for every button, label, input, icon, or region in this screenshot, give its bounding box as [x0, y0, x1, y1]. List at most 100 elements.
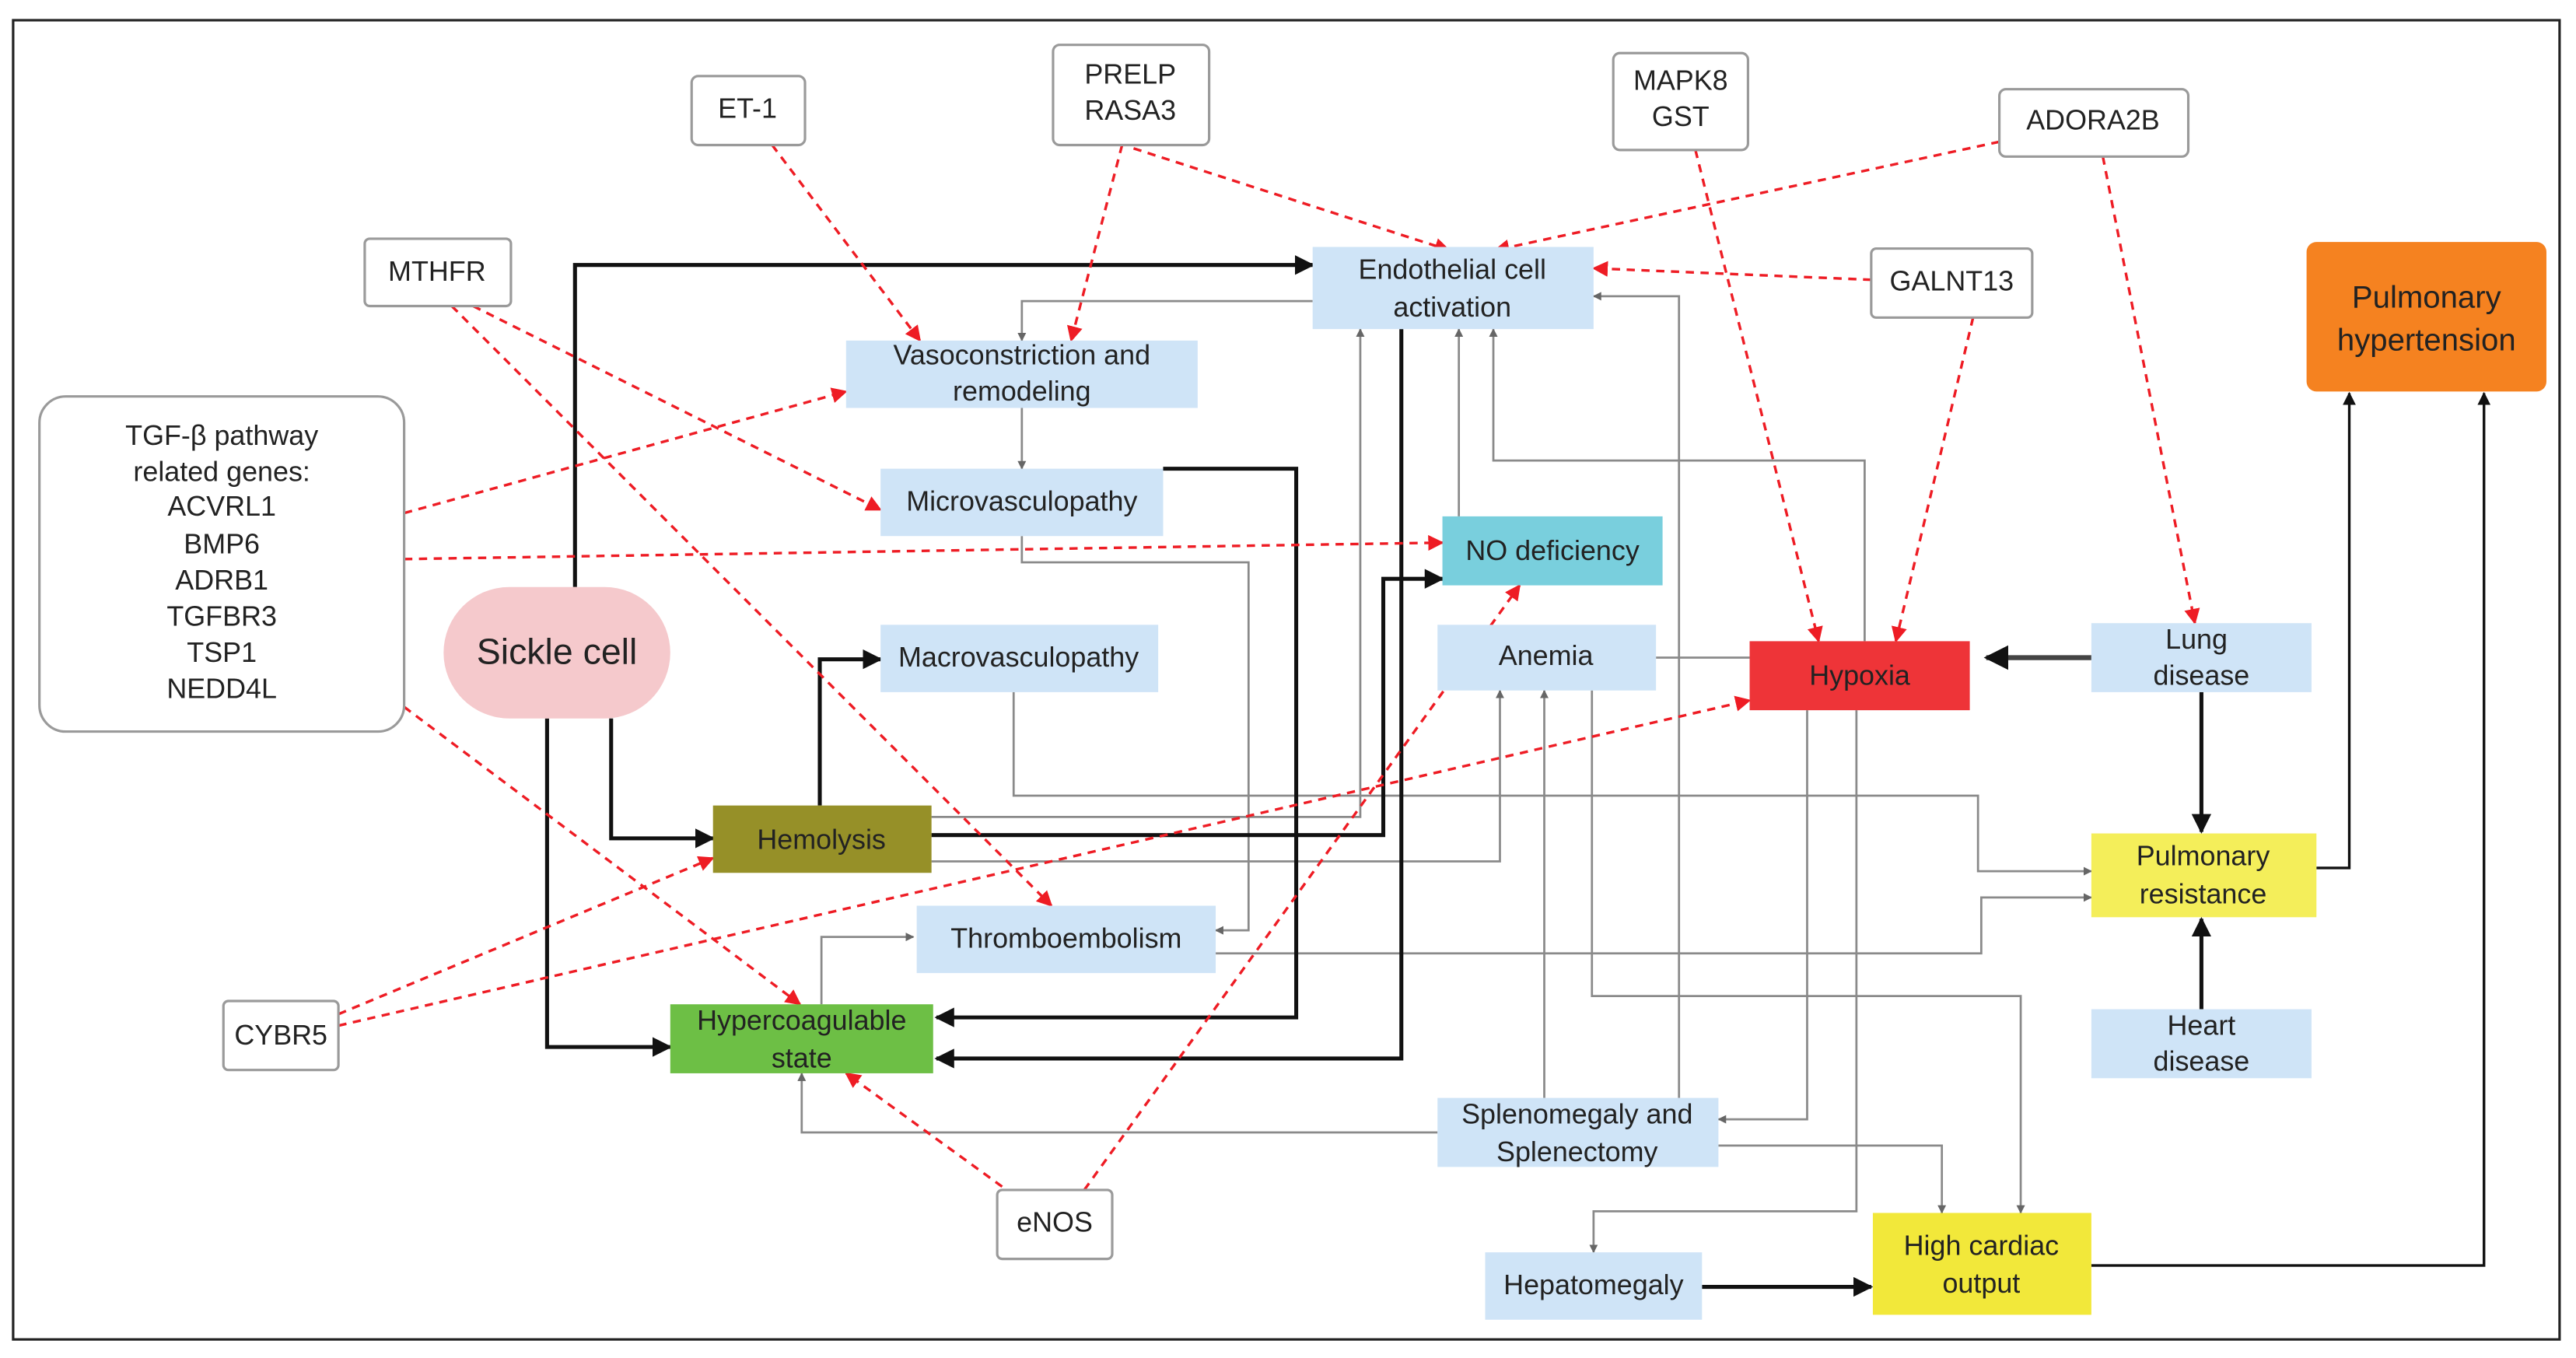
node-label: Splenomegaly and	[1461, 1098, 1692, 1129]
node-label: MTHFR	[388, 256, 486, 287]
node-label: Hypoxia	[1809, 660, 1910, 691]
node-box	[1442, 516, 1663, 586]
gene-galnt13: GALNT13	[1870, 247, 2034, 319]
edge-microvasculopathy-thromboembolism	[1020, 536, 1250, 935]
node-box	[2091, 623, 2312, 692]
edge-cybr5-hemolysis	[338, 856, 715, 1016]
node-box	[916, 905, 1216, 974]
node-label: Macrovasculopathy	[898, 642, 1139, 673]
node-label: RASA3	[1084, 95, 1176, 126]
node-box	[443, 586, 670, 719]
node-label: Lung	[2165, 624, 2228, 655]
edge-adora2b-endothelial	[1493, 140, 2000, 255]
node-label: state	[772, 1043, 832, 1074]
node-label: Pulmonary	[2137, 841, 2270, 872]
node-label: BMP6	[184, 528, 260, 559]
node-label: TGFBR3	[166, 600, 277, 632]
node-label: MAPK8	[1633, 65, 1728, 96]
node-box	[880, 468, 1164, 537]
node-box	[670, 1004, 933, 1073]
edge-sickle-hemolysis	[609, 718, 716, 849]
node-label: TGF-β pathway	[125, 420, 318, 451]
gene-cybr5: CYBR5	[222, 999, 340, 1072]
node-endothelial-activation: Endothelial cell activation	[1312, 247, 1594, 330]
gene-enos: eNOS	[996, 1188, 1114, 1261]
edge-splenomegaly-high-cardiac-output	[1718, 1144, 1947, 1214]
gene-edges	[338, 140, 2200, 1191]
node-box	[1437, 1097, 1719, 1167]
edge-endothelial-hypercoagulable	[934, 329, 1404, 1069]
node-box	[712, 805, 932, 873]
node-box	[222, 999, 340, 1072]
node-macrovasculopathy: Macrovasculopathy	[880, 625, 1159, 692]
node-label: Anemia	[1499, 640, 1594, 671]
edge-hemolysis-macrovasculopathy	[817, 649, 883, 806]
node-box	[1052, 44, 1211, 147]
node-box	[1872, 1213, 2091, 1315]
node-microvasculopathy: Microvasculopathy	[880, 468, 1164, 537]
node-box	[880, 625, 1159, 692]
node-heart-disease: Heart disease	[2091, 1009, 2312, 1079]
edge-hemolysis-no-deficiency	[931, 569, 1445, 838]
node-label: Hypercoagulable	[697, 1005, 906, 1036]
node-label: NO deficiency	[1465, 535, 1639, 566]
edge-hemolysis-anemia	[931, 689, 1504, 863]
node-high-cardiac-output: High cardiac output	[1872, 1213, 2091, 1315]
node-box	[2306, 242, 2546, 392]
node-label: Vasoconstriction and	[894, 339, 1151, 370]
black-edges	[544, 255, 2491, 1297]
node-label: GALNT13	[1890, 265, 2014, 296]
node-label: Thromboembolism	[950, 922, 1181, 954]
node-label: CYBR5	[234, 1020, 327, 1051]
node-label: related genes:	[133, 456, 310, 487]
node-label: High cardiac	[1904, 1230, 2059, 1261]
node-sickle-cell: Sickle cell	[443, 586, 670, 719]
edge-sickle-endothelial	[572, 255, 1315, 587]
node-box	[2091, 833, 2317, 918]
node-label: Sickle cell	[477, 632, 638, 672]
node-label: Heart	[2168, 1010, 2236, 1041]
node-box	[1749, 641, 1970, 711]
edge-enos-no-deficiency	[1083, 583, 1521, 1191]
edge-prelp-endothelial	[1132, 147, 1451, 254]
edge-high-cardiac-output-hypertension	[2091, 391, 2491, 1267]
node-label: Splenectomy	[1496, 1136, 1658, 1167]
gene-et1: ET-1	[690, 75, 807, 147]
node-label: ET-1	[718, 93, 777, 124]
node-label: Hepatomegaly	[1503, 1269, 1683, 1300]
edge-hypoxia-hepatomegaly	[1589, 710, 1858, 1254]
edge-splenomegaly-endothelial	[1592, 292, 1681, 1098]
edge-thromboembolism-pulmonary-resistance	[1216, 893, 2092, 955]
diagram-frame	[12, 19, 2561, 1341]
node-box	[1485, 1252, 1703, 1320]
edge-hypercoagulable-thromboembolism	[820, 933, 915, 1005]
edge-pulmonary-resistance-hypertension	[2316, 391, 2356, 870]
node-label: Microvasculopathy	[906, 485, 1137, 516]
node-box	[363, 237, 513, 308]
node-label: ADORA2B	[2026, 104, 2160, 135]
node-label: Pulmonary	[2352, 280, 2501, 315]
gene-adora2b: ADORA2B	[1998, 88, 2190, 158]
edge-macrovasculopathy-pulmonary-resistance	[1012, 691, 2092, 876]
edge-enos-hypercoagulable	[845, 1072, 1003, 1188]
node-box	[845, 340, 1198, 408]
edge-mapk8-hypoxia	[1694, 149, 1823, 643]
edge-prelp-vasoconstriction	[1066, 145, 1124, 342]
node-no-deficiency: NO deficiency	[1442, 516, 1663, 586]
node-label: ADRB1	[175, 565, 268, 596]
node-label: activation	[1393, 292, 1511, 323]
node-label: Endothelial cell	[1359, 254, 1546, 285]
node-label: output	[1942, 1268, 2020, 1299]
edge-galnt13-endothelial	[1591, 261, 1871, 282]
edge-hypoxia-splenomegaly	[1717, 710, 1808, 1124]
edge-mthfr-microvasculopathy	[472, 305, 882, 511]
node-box	[1998, 88, 2190, 158]
node-label: Hemolysis	[757, 824, 886, 856]
node-anemia: Anemia	[1437, 625, 1657, 691]
node-box	[1870, 247, 2034, 319]
node-label: disease	[2154, 1046, 2250, 1077]
